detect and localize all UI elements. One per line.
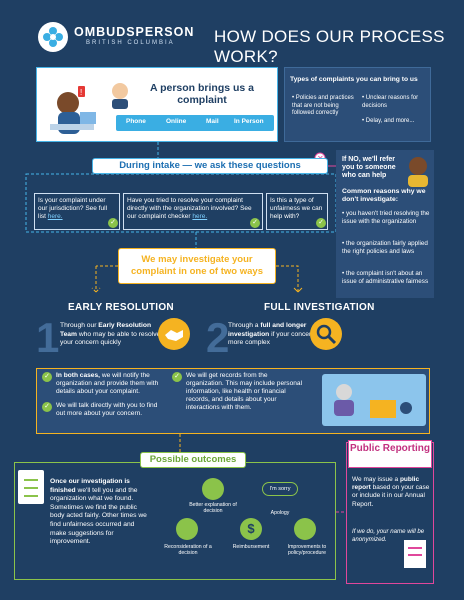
channel-phone: Phone bbox=[126, 118, 146, 125]
reason-item: • the complaint isn't about an issue of … bbox=[342, 270, 429, 285]
outcome-better-explanation: Better explanation of decision bbox=[189, 502, 237, 514]
check-icon: ✓ bbox=[250, 218, 260, 228]
check-icon: ✓ bbox=[108, 218, 118, 228]
intake-question-resolve: Have you tried to resolve your complaint… bbox=[123, 193, 263, 230]
outcomes-description: Once our investigation is finished we'll… bbox=[50, 478, 147, 546]
complaint-checker-link[interactable]: here. bbox=[192, 213, 208, 220]
jurisdiction-list-link[interactable]: here. bbox=[47, 213, 63, 220]
complaint-types-title: Types of complaints you can bring to us bbox=[290, 76, 418, 83]
document-icon bbox=[294, 518, 316, 540]
outcome-policy-improvement: Improvements to policy/procedure bbox=[287, 544, 327, 556]
detail-notify-organization: In both cases, we will notify the organi… bbox=[56, 372, 159, 395]
intake-question-jurisdiction: Is your complaint under our jurisdiction… bbox=[34, 193, 120, 230]
early-resolution-heading: EARLY RESOLUTION bbox=[68, 302, 174, 313]
shield-check-icon bbox=[202, 478, 224, 500]
svg-text:!: ! bbox=[80, 88, 82, 97]
channel-mail: Mail bbox=[206, 118, 219, 125]
flower-logo-icon bbox=[43, 27, 63, 47]
ombudsperson-logo bbox=[38, 22, 68, 52]
check-icon: ✓ bbox=[316, 218, 326, 228]
page-title: HOW DOES OUR PROCESS WORK? bbox=[214, 27, 445, 66]
referral-title: If NO, we'll refer you to someone who ca… bbox=[342, 156, 396, 179]
step-number-1: 1 bbox=[36, 314, 60, 361]
channel-in-person: In Person bbox=[234, 118, 264, 125]
channel-online: Online bbox=[166, 118, 187, 125]
person-brings-complaint: A person brings us a complaint bbox=[149, 82, 255, 106]
magnifier-icon bbox=[310, 318, 342, 350]
detail-get-records: We will get records from the organizatio… bbox=[186, 372, 303, 411]
outcome-apology: Apology bbox=[270, 510, 290, 516]
check-icon: ✓ bbox=[42, 402, 52, 412]
complaint-type-item: • Policies and practices that are not be… bbox=[292, 95, 354, 117]
reconsideration-icon bbox=[176, 518, 198, 540]
intake-heading: During intake — we ask these questions bbox=[92, 158, 328, 174]
dollar-icon: $ bbox=[240, 518, 262, 540]
public-reporting-title: Public Reporting bbox=[348, 440, 432, 468]
public-reporting-text: We may issue a public report based on yo… bbox=[352, 476, 430, 508]
check-icon: ✓ bbox=[42, 372, 52, 382]
handshake-icon bbox=[158, 318, 190, 350]
apology-speech-bubble: I'm sorry bbox=[262, 482, 298, 496]
org-name: OMBUDSPERSON bbox=[74, 25, 195, 39]
full-investigation-heading: FULL INVESTIGATION bbox=[264, 302, 375, 313]
contact-channels: Phone Online Mail In Person bbox=[116, 115, 274, 131]
complaint-types-panel bbox=[284, 67, 431, 142]
check-icon: ✓ bbox=[172, 372, 182, 382]
outcome-reimbursement: Reimbursement bbox=[232, 544, 270, 550]
possible-outcomes-heading: Possible outcomes bbox=[140, 452, 246, 468]
complaint-type-item: • Delay, and more... bbox=[362, 118, 415, 124]
step-number-2: 2 bbox=[206, 314, 230, 361]
reason-item: • the organization fairly applied the ri… bbox=[342, 240, 428, 255]
complaint-type-item: • Unclear reasons for decisions bbox=[362, 95, 419, 109]
reason-item: • you haven't tried resolving the issue … bbox=[342, 210, 430, 225]
reasons-title: Common reasons why we don't investigate: bbox=[342, 188, 426, 203]
full-investigation-text: Through a full and longer investigation … bbox=[228, 322, 322, 346]
anonymized-note: If we do, your name will be anonymized. bbox=[352, 528, 425, 543]
investigate-heading: We may investigate your complaint in one… bbox=[118, 248, 276, 284]
early-resolution-text: Through our Early Resolution Team who ma… bbox=[60, 322, 161, 346]
intake-question-unfairness: Is this a type of unfairness we can help… bbox=[266, 193, 328, 230]
org-subtitle: BRITISH COLUMBIA bbox=[86, 40, 175, 46]
detail-talk-directly: We will talk directly with you to find o… bbox=[56, 402, 158, 417]
outcome-reconsideration: Reconsideration of a decision bbox=[164, 544, 212, 556]
